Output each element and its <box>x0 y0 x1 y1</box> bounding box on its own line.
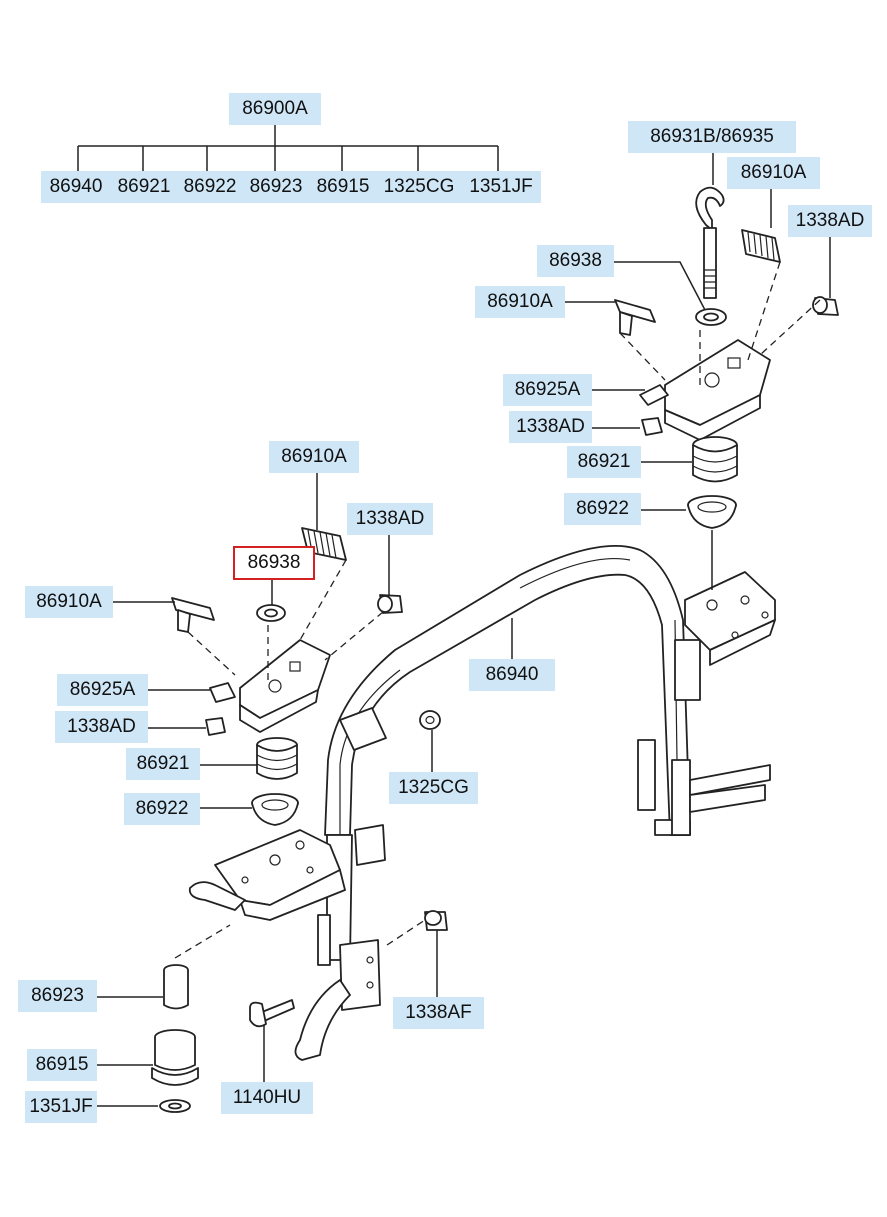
left-bushing-86921 <box>256 737 298 780</box>
callout-1338ad[interactable]: 1338AD <box>788 205 872 237</box>
callout-86931b-86935[interactable]: 86931B/86935 <box>628 121 796 153</box>
tree-child-label[interactable]: 86940 <box>41 171 111 203</box>
tree-root-label[interactable]: 86900A <box>229 93 321 125</box>
callout-86910a[interactable]: 86910A <box>727 157 820 189</box>
callout-1338ad[interactable]: 1338AD <box>509 411 592 443</box>
tree-connector <box>77 125 499 172</box>
tree-child-label[interactable]: 1351JF <box>461 171 541 203</box>
callout-86940[interactable]: 86940 <box>469 659 555 691</box>
right-plate-86925a <box>639 339 771 441</box>
right-cushion-86910a <box>741 229 781 263</box>
callout-1325cg[interactable]: 1325CG <box>389 772 478 804</box>
callout-86910a[interactable]: 86910A <box>475 286 565 318</box>
washer-1351jf <box>159 1099 191 1113</box>
tree-child-label[interactable]: 86922 <box>177 171 243 203</box>
left-cushion-small <box>171 597 215 633</box>
callout-1140hu[interactable]: 1140HU <box>221 1082 313 1114</box>
right-mount-plate <box>684 571 776 666</box>
left-washer <box>256 604 286 622</box>
tree-child-label[interactable]: 86921 <box>111 171 177 203</box>
tree-child-label[interactable]: 86915 <box>309 171 377 203</box>
callout-86922[interactable]: 86922 <box>124 793 200 825</box>
callout-86922[interactable]: 86922 <box>564 493 641 525</box>
callout-86910a[interactable]: 86910A <box>25 586 113 618</box>
mount-86915 <box>151 1029 199 1086</box>
left-mount-plate <box>188 707 387 921</box>
right-bushing-86921 <box>692 436 738 483</box>
right-washer <box>695 308 727 326</box>
right-nut-1338ad <box>641 296 839 436</box>
callout-1338af[interactable]: 1338AF <box>393 997 484 1029</box>
callout-86915[interactable]: 86915 <box>27 1049 97 1081</box>
left-plate-86925a <box>209 639 331 733</box>
callout-86925a[interactable]: 86925A <box>57 674 148 706</box>
right-hook <box>695 186 725 299</box>
left-nut-1338ad <box>205 594 403 736</box>
callout-1351jf[interactable]: 1351JF <box>25 1091 97 1123</box>
callout-86910a[interactable]: 86910A <box>269 441 359 473</box>
right-cup-86922 <box>687 495 737 529</box>
callout-1338ad[interactable]: 1338AD <box>347 503 433 535</box>
callout-86921[interactable]: 86921 <box>126 748 200 780</box>
nuts-1325cg-1338af <box>419 710 448 931</box>
callout-86938[interactable]: 86938 <box>537 245 614 277</box>
callout-1338ad[interactable]: 1338AD <box>55 711 148 743</box>
tree-child-label[interactable]: 1325CG <box>377 171 461 203</box>
callout-86925a[interactable]: 86925A <box>503 374 592 406</box>
callout-86921[interactable]: 86921 <box>567 446 641 478</box>
tree-child-label[interactable]: 86923 <box>243 171 309 203</box>
left-cup-86922 <box>251 793 299 826</box>
collar-86923 <box>163 964 189 1010</box>
right-cushion-small <box>614 299 656 336</box>
leader-lines <box>97 150 831 1107</box>
callout-86923[interactable]: 86923 <box>18 980 97 1012</box>
frame-tube <box>249 545 771 1061</box>
callout-86938-selected[interactable]: 86938 <box>233 546 315 580</box>
